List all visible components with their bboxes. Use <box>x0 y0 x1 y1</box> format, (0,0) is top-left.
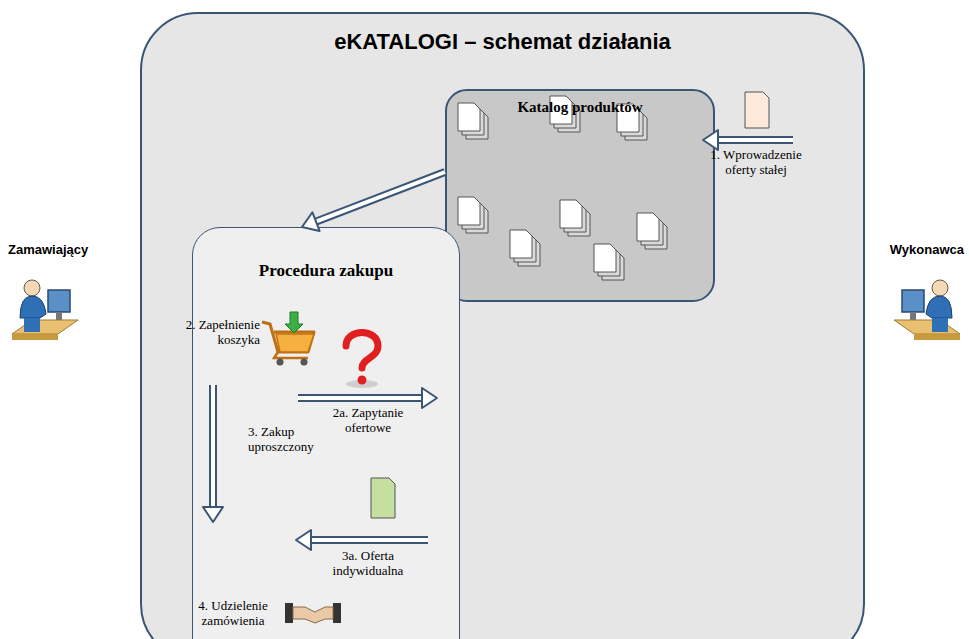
node-heading: eKATALOGI – schemat działania <box>142 29 863 55</box>
arrow-head <box>302 212 320 231</box>
arrow-outline <box>310 536 428 544</box>
arrow-fill <box>298 396 423 400</box>
step-label: 1. Wprowadzenie oferty stałej <box>703 147 809 177</box>
step-arrow <box>203 385 223 522</box>
document-sheet <box>594 244 616 272</box>
contractor-figure <box>894 280 960 340</box>
document-sheet <box>637 213 659 241</box>
document-stack <box>510 230 540 266</box>
document-stack <box>458 103 488 139</box>
arrow-fill <box>211 385 215 508</box>
flow-arrow <box>302 172 445 231</box>
arrow-head <box>422 388 437 408</box>
step-label: 4. Udzielenie zamówienia <box>183 598 283 628</box>
step-label: 2. Zapełnienie koszyka <box>168 317 260 347</box>
arrow-head <box>296 530 311 550</box>
offer-arrow <box>296 530 428 550</box>
step-label: 2a. Zapytanie ofertowe <box>312 405 424 435</box>
cart-icon <box>262 312 314 366</box>
arrow-fill <box>717 138 793 142</box>
document-stack <box>458 197 488 233</box>
document-sheet <box>560 200 582 228</box>
document-sheet <box>550 96 572 124</box>
arrow-outline <box>717 136 793 144</box>
arrow-outline <box>315 172 445 222</box>
document-sheet <box>458 197 480 225</box>
client-figure <box>12 280 78 340</box>
step-label: 3a. Oferta indywidualna <box>312 548 424 578</box>
document-stack <box>560 200 590 236</box>
offer-document <box>371 478 395 518</box>
node-heading: Procedura zakupu <box>193 261 459 281</box>
question-icon <box>346 333 378 389</box>
actor-label: Wykonawca <box>874 242 964 257</box>
arrow-fill <box>315 172 445 222</box>
document-stack <box>637 213 667 249</box>
document-stack <box>550 96 580 132</box>
arrow-head <box>203 507 223 522</box>
handshake-icon <box>285 603 341 623</box>
document-stack <box>617 104 647 140</box>
document-stack <box>594 244 624 280</box>
offer-document <box>745 92 769 128</box>
step-label: 3. Zakup uproszczony <box>248 424 334 454</box>
actor-label: Zamawiający <box>8 242 108 257</box>
arrow-outline <box>209 385 217 508</box>
arrow-outline <box>298 394 423 402</box>
document-sheet <box>510 230 532 258</box>
node-heading: Katalog produktów <box>447 99 713 116</box>
arrow-fill <box>310 538 428 542</box>
procedure-box: Procedura zakupu <box>192 227 460 639</box>
document-sheet <box>458 103 480 131</box>
document-sheet <box>617 104 639 132</box>
